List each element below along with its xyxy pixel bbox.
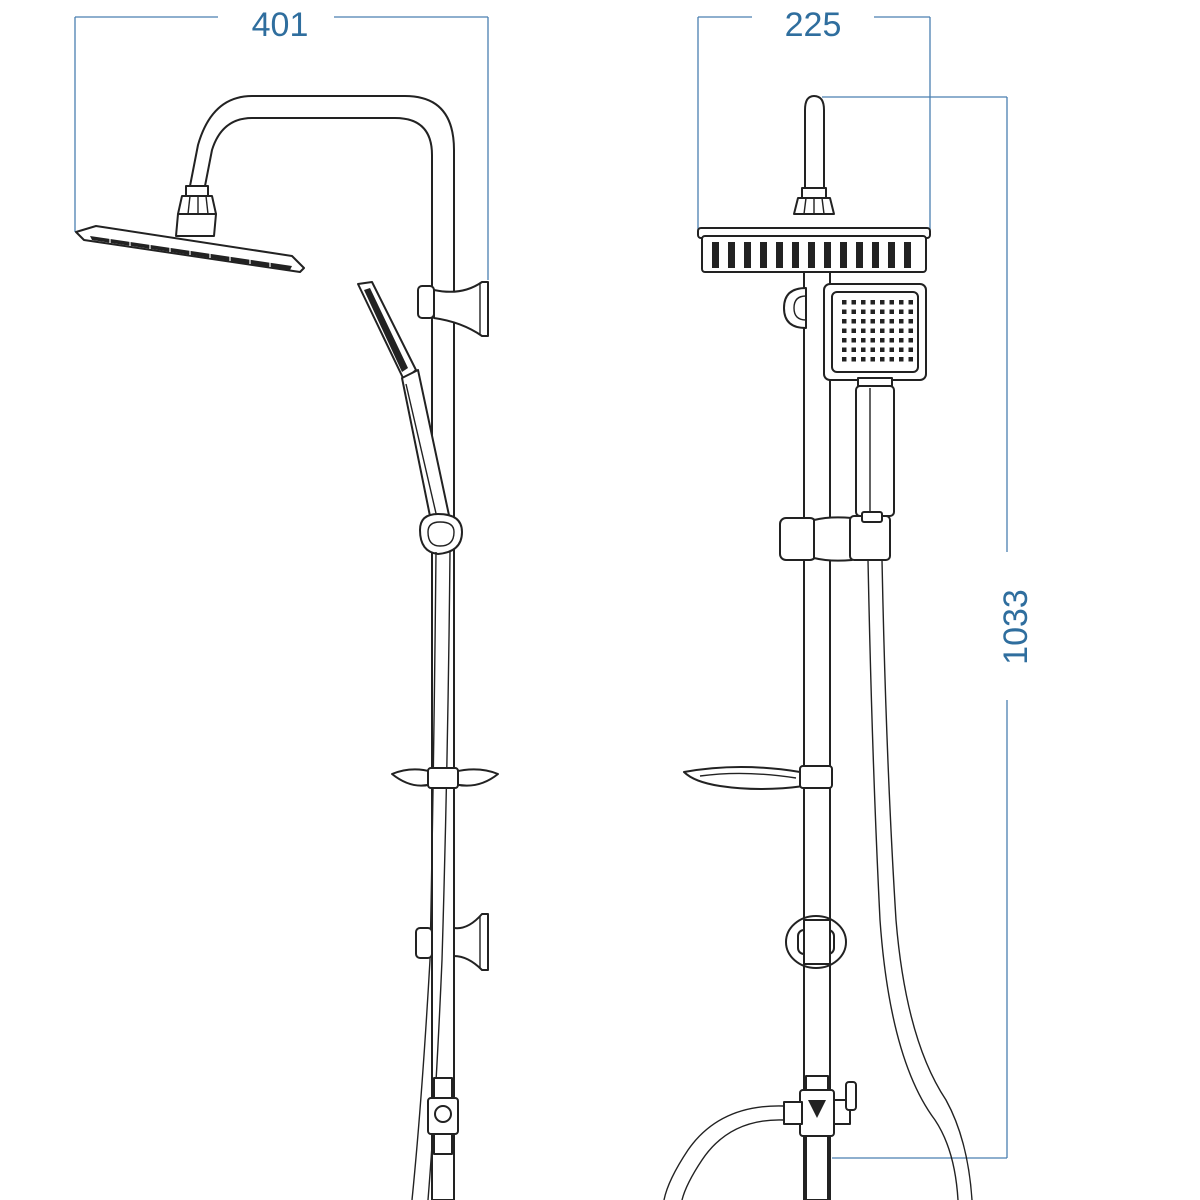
nozzle-hole	[899, 328, 904, 333]
rain-shower-head-side	[697, 227, 931, 273]
nozzle-hole	[851, 347, 856, 352]
nozzle-hole	[899, 357, 904, 362]
shower-head-connector-front	[175, 185, 217, 237]
riser-pipe-front	[189, 95, 455, 1200]
nozzle-grid	[842, 300, 913, 362]
nozzle-hole	[908, 338, 913, 343]
nozzle-hole	[861, 347, 866, 352]
nozzle-hole	[880, 309, 885, 314]
nozzle-hole	[851, 309, 856, 314]
lower-wall-bracket-front	[415, 913, 489, 971]
diverter-valve-front	[427, 1077, 459, 1155]
nozzle-hole	[908, 319, 913, 324]
upper-wall-bracket-front	[417, 281, 489, 337]
diverter-hose-side	[663, 1105, 785, 1200]
nozzle-hole	[861, 357, 866, 362]
nozzle-hole	[908, 347, 913, 352]
nozzle-hole	[880, 357, 885, 362]
nozzle-hole	[842, 328, 847, 333]
dimension-label-1033: 1033	[997, 589, 1035, 665]
slide-holder-side	[779, 511, 891, 562]
nozzle-hole	[889, 347, 894, 352]
hose-side	[867, 559, 973, 1200]
dimension-width-front: 401	[74, 6, 489, 280]
nozzle-hole	[899, 347, 904, 352]
nozzle-hole	[908, 328, 913, 333]
nozzle-hole	[870, 347, 875, 352]
nozzle-hole	[870, 357, 875, 362]
nozzle-hole	[880, 319, 885, 324]
nozzle-hole	[870, 338, 875, 343]
nozzle-hole	[861, 309, 866, 314]
nozzle-hole	[889, 338, 894, 343]
nozzle-hole	[842, 347, 847, 352]
rain-shower-head-front	[75, 225, 305, 273]
nozzle-hole	[861, 328, 866, 333]
nozzle-hole	[842, 319, 847, 324]
nozzle-hole	[842, 338, 847, 343]
nozzle-hole	[842, 357, 847, 362]
nozzle-hole	[880, 300, 885, 305]
dimension-label-225: 225	[785, 6, 842, 44]
nozzle-hole	[899, 319, 904, 324]
nozzle-hole	[889, 319, 894, 324]
nozzle-hole	[842, 309, 847, 314]
dimension-label-401: 401	[252, 6, 309, 44]
nozzle-hole	[899, 309, 904, 314]
dimension-width-side: 225	[697, 6, 931, 230]
nozzle-hole	[851, 328, 856, 333]
nozzle-hole	[870, 319, 875, 324]
upper-wall-bracket-side	[783, 287, 807, 329]
nozzle-hole	[861, 319, 866, 324]
lower-wall-bracket-side	[785, 915, 847, 969]
nozzle-hole	[908, 300, 913, 305]
nozzle-hole	[880, 338, 885, 343]
nozzle-hole	[861, 300, 866, 305]
nozzle-hole	[851, 300, 856, 305]
nozzle-hole	[870, 300, 875, 305]
nozzle-hole	[880, 347, 885, 352]
nozzle-hole	[908, 309, 913, 314]
nozzle-hole	[889, 357, 894, 362]
side-view: 225 1033	[663, 6, 1035, 1200]
nozzle-hole	[861, 338, 866, 343]
diverter-valve-side	[783, 1075, 857, 1200]
nozzle-hole	[851, 357, 856, 362]
nozzle-hole	[908, 357, 913, 362]
hand-shower-front	[357, 281, 451, 527]
soap-dish-side	[683, 765, 833, 790]
nozzle-hole	[870, 328, 875, 333]
slide-holder-front	[419, 513, 463, 555]
shower-arm-side	[793, 95, 835, 215]
soap-dish-front	[391, 767, 499, 789]
nozzle-hole	[899, 300, 904, 305]
riser-pipe-side	[803, 271, 831, 1200]
nozzle-hole	[880, 328, 885, 333]
nozzle-hole	[889, 309, 894, 314]
nozzle-hole	[851, 319, 856, 324]
dimension-height-side: 1033	[822, 96, 1035, 1159]
nozzle-hole	[889, 328, 894, 333]
nozzle-hole	[851, 338, 856, 343]
nozzle-hole	[889, 300, 894, 305]
front-view: 401	[74, 6, 499, 1200]
hand-shower-head-side	[823, 283, 927, 517]
nozzle-hole	[842, 300, 847, 305]
nozzle-hole	[899, 338, 904, 343]
nozzle-hole	[870, 309, 875, 314]
